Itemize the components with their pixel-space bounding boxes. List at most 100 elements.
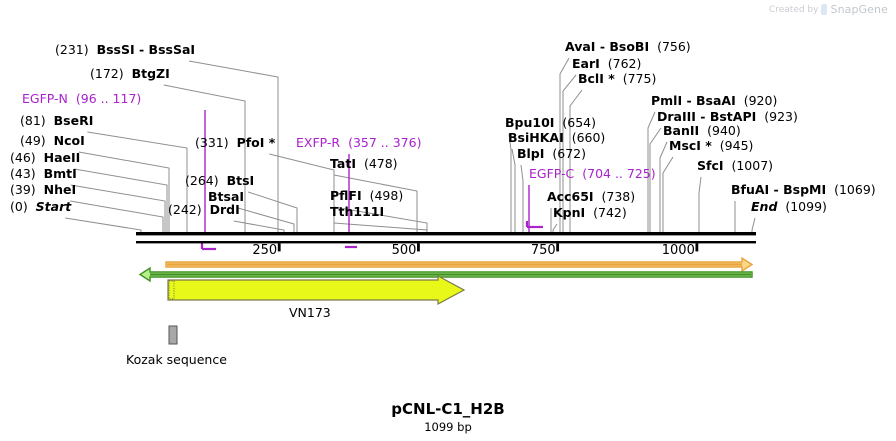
- site-position: (331): [195, 135, 229, 150]
- site-name: MscI *: [669, 138, 712, 153]
- site-name-separator: -: [769, 182, 784, 197]
- site-leader-line: [237, 207, 295, 232]
- site-position: (242): [168, 202, 202, 217]
- site-label-blpi: BlpI (672): [517, 147, 586, 161]
- site-name: BstAPI: [709, 109, 757, 124]
- site-name: NheI: [43, 182, 77, 197]
- site-name: DrdI: [209, 202, 240, 217]
- site-name: BsaAI: [696, 93, 736, 108]
- site-label-ncoi: (49) NcoI: [20, 134, 85, 148]
- snapgene-watermark: Created by SnapGene: [769, 3, 888, 16]
- site-label-start: (0) Start: [10, 200, 71, 214]
- site-name: EXFP-R: [296, 135, 341, 150]
- snapgene-logo-icon: [821, 4, 828, 15]
- site-position: (46): [10, 150, 36, 165]
- egfp-c-bracket: [525, 221, 543, 229]
- site-leader-line: [87, 131, 188, 232]
- site-label-drdi: (242) DrdI: [168, 203, 240, 217]
- site-label-tati: TatI (478): [330, 157, 398, 171]
- site-label-banii: BanII (940): [663, 124, 741, 138]
- page-subtitle: 1099 bp: [424, 420, 472, 434]
- site-position: (231): [55, 42, 89, 57]
- site-label-end: End (1099): [751, 200, 827, 214]
- site-leader-line: [520, 164, 524, 232]
- site-label-tth111i: Tth111I: [330, 205, 384, 219]
- site-position: (478): [363, 156, 398, 171]
- ruler-tick: [695, 243, 699, 252]
- watermark-prefix: Created by: [768, 4, 819, 15]
- vn173-cds-arrow[interactable]: [167, 274, 466, 306]
- reverse-green-arrow[interactable]: [138, 266, 753, 283]
- site-label-acc65i: Acc65I (738): [547, 190, 635, 204]
- site-position: (704 .. 725): [582, 166, 656, 181]
- site-position: (96 .. 117): [75, 91, 142, 106]
- site-name: End: [751, 199, 778, 214]
- site-name: BlpI: [517, 146, 545, 161]
- site-leader-line: [659, 141, 668, 232]
- vn173-start-hatch: [168, 280, 175, 300]
- site-leader-line: [751, 217, 756, 232]
- site-name: BsoBI: [609, 39, 650, 54]
- site-label-pflfi: PflFI (498): [330, 189, 403, 203]
- feature-track-shapes-group: [138, 256, 754, 306]
- site-name: BfuAI: [731, 182, 770, 197]
- site-leader-line: [698, 176, 702, 232]
- site-leader-line: [70, 200, 164, 232]
- site-name: EGFP-N: [22, 91, 68, 106]
- site-label-pfoi: (331) PfoI *: [195, 136, 275, 150]
- site-name: Tth111I: [330, 204, 385, 219]
- site-label-sfci: SfcI (1007): [697, 159, 773, 173]
- site-label-avai: AvaI - BsoBI (756): [565, 40, 691, 54]
- site-leader-line: [233, 220, 285, 232]
- site-label-bpu10i: Bpu10I (654): [505, 116, 596, 130]
- site-position: (0): [10, 199, 28, 214]
- ruler-tick: [417, 243, 420, 252]
- ruler-tick: [277, 243, 281, 252]
- site-position: (945): [719, 138, 754, 153]
- site-name: AvaI: [565, 39, 596, 54]
- site-leader-line: [74, 168, 168, 232]
- site-label-pmli: PmlI - BsaAI (920): [651, 94, 777, 108]
- site-name: EarI: [572, 56, 600, 71]
- site-label-bsssi: (231) BssSI - BssSaI: [55, 43, 195, 57]
- site-name-separator: -: [682, 93, 697, 108]
- site-leader-line: [248, 191, 298, 232]
- site-label-haeii: (46) HaeII: [10, 151, 80, 165]
- site-leader-line: [269, 153, 335, 232]
- site-name: BmtI: [43, 166, 77, 181]
- site-leader-line: [508, 133, 512, 232]
- ruler-tick-label: 250: [252, 243, 278, 258]
- site-position: (940): [707, 123, 741, 138]
- site-label-msci: MscI * (945): [669, 139, 753, 153]
- site-position: (43): [10, 166, 36, 181]
- site-leader-line: [65, 217, 142, 232]
- site-label-nhei: (39) NheI: [10, 183, 76, 197]
- site-position: (1007): [731, 158, 774, 173]
- site-name: PmlI: [651, 93, 683, 108]
- site-label-exfp-r: EXFP-R (357 .. 376): [296, 136, 421, 150]
- site-position: (762): [607, 56, 642, 71]
- site-name: BsiHKAI: [508, 130, 564, 145]
- ruler-ticks-group: [277, 243, 699, 252]
- sequence-backbone-group: [136, 232, 756, 244]
- site-label-bsihkai: BsiHKAI (660): [508, 131, 605, 145]
- site-name: SfcI: [697, 158, 724, 173]
- site-name-separator: -: [134, 42, 149, 57]
- site-position: (660): [571, 130, 606, 145]
- site-name: BspMI: [783, 182, 827, 197]
- site-name: TatI: [330, 156, 356, 171]
- site-name: BssSaI: [148, 42, 196, 57]
- site-name: BseRI: [53, 113, 94, 128]
- site-label-btsai: BtsaI: [208, 190, 244, 204]
- site-leader-line: [333, 222, 428, 232]
- site-name: NcoI: [53, 133, 85, 148]
- forward-orange-arrow[interactable]: [165, 256, 754, 273]
- site-name: DraIII: [657, 109, 696, 124]
- site-name: BssSI: [96, 42, 135, 57]
- site-name: Acc65I: [547, 189, 594, 204]
- site-leader-line: [70, 184, 166, 232]
- site-label-btgzi: (172) BtgZI: [90, 67, 170, 81]
- page-title: pCNL-C1_H2B: [391, 400, 505, 418]
- site-name: Start: [35, 199, 72, 214]
